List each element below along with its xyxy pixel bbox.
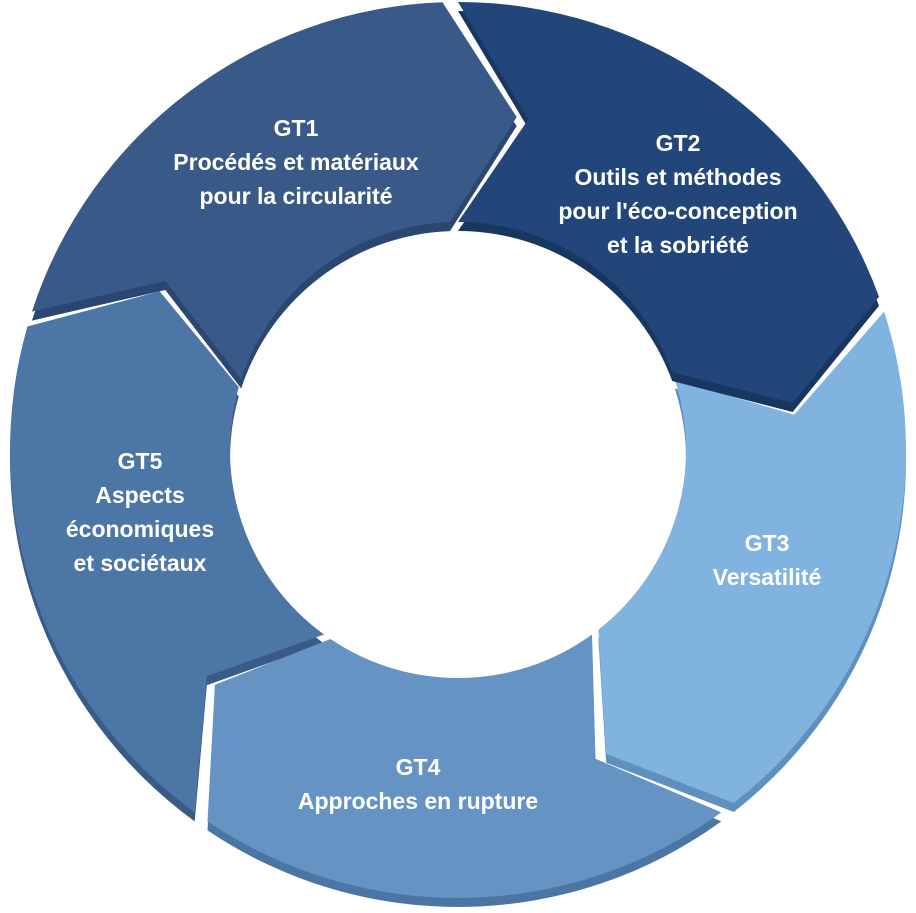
gt3-line: Versatilité [712,564,822,590]
gt4-label: GT4 Approches en rupture [298,750,538,818]
gt5-line: et sociétaux [73,550,207,576]
gt5-line: économiques [65,516,215,542]
gt2-label: GT2 Outils et méthodes pour l'éco-concep… [558,126,797,262]
gt5-label: GT5 Aspects économiques et sociétaux [66,444,214,580]
gt4-code: GT4 [395,754,441,780]
gt1-label: GT1 Procédés et matériaux pour la circul… [173,111,418,213]
gt3-label: GT3 Versatilité [713,526,822,594]
gt4-segment [207,634,722,907]
gt5-line: Aspects [95,482,185,508]
gt3-segment [598,311,907,812]
gt2-segment [458,1,879,412]
gt5-segment-shape [10,291,324,813]
gt2-line: et la sobriété [607,232,749,258]
gt4-line: Approches en rupture [297,788,539,814]
gt4-segment-shape [207,634,722,898]
gt1-segment [31,2,517,389]
gt2-line: Outils et méthodes [574,164,782,190]
gt1-line: Procédés et matériaux [173,149,419,175]
gt2-line: pour l'éco-conception [558,198,798,224]
gt5-code: GT5 [117,448,163,474]
gt1-code: GT1 [273,115,319,141]
gt1-segment-shape [31,2,517,380]
gt3-segment-shape [598,311,907,803]
gt2-segment-shape [458,1,879,403]
gt2-code: GT2 [655,130,701,156]
gt3-code: GT3 [744,530,790,556]
gt1-line: pour la circularité [199,183,393,209]
gt5-segment [10,291,324,822]
